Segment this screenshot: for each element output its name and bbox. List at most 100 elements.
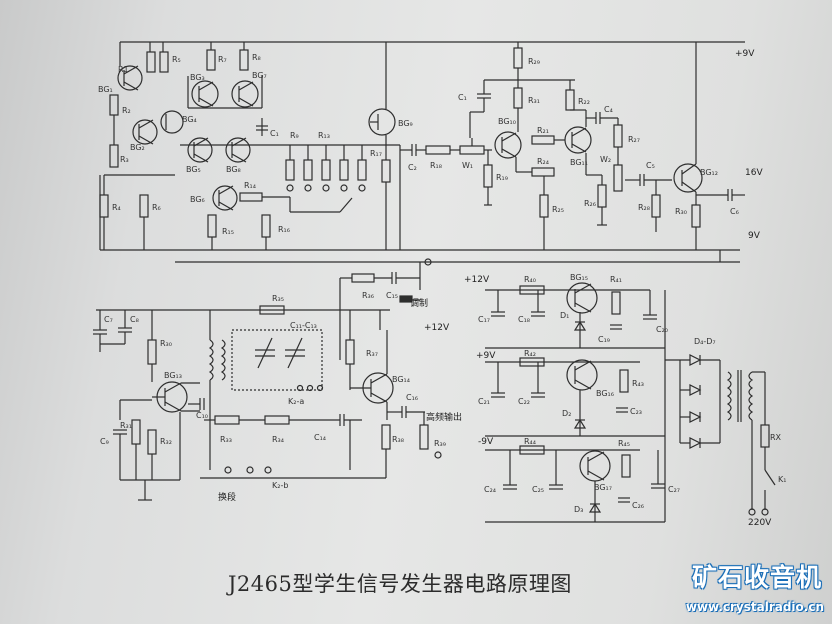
transistor-bg6 xyxy=(212,185,238,211)
watermark-logo: 矿石收音机 xyxy=(691,563,822,592)
label-r15: R₁₅ xyxy=(222,227,234,236)
resistor-r8 xyxy=(239,49,249,71)
switch-contact xyxy=(304,184,312,192)
watermark-url: www.crystalradio.cn xyxy=(685,600,824,614)
resistor-r31-lower xyxy=(131,419,141,445)
switch-contact xyxy=(286,184,294,192)
transistor-bg7 xyxy=(231,80,259,108)
diode-d5 xyxy=(689,384,702,396)
label-c26: C₂₆ xyxy=(632,501,644,510)
transistor-bg15 xyxy=(566,282,598,314)
label-r33: R₃₃ xyxy=(220,435,232,444)
resistor-r1 xyxy=(109,94,119,116)
label-c25: C₂₅ xyxy=(532,485,544,494)
label-rx: RX xyxy=(770,433,782,442)
transformer-primary xyxy=(748,371,754,421)
tuning-box xyxy=(231,329,323,391)
label-r34: R₃₄ xyxy=(272,435,284,444)
label-bg10: BG₁₀ xyxy=(498,117,516,126)
label-plus12v: +12V xyxy=(464,275,490,285)
label-bg12: BG₁₂ xyxy=(700,168,718,177)
transformer-secondary xyxy=(726,371,732,421)
label-r4: R₄ xyxy=(112,203,121,212)
diode-d4 xyxy=(689,354,702,366)
resistor-r30-lower xyxy=(147,339,157,365)
label-r32: R₃₂ xyxy=(160,437,172,446)
resistor-r12 xyxy=(339,159,349,181)
label-plus12v-osc: +12V xyxy=(424,323,450,333)
transistor-bg16 xyxy=(566,359,598,391)
label-c5: C₅ xyxy=(646,161,655,170)
label-r5: R₅ xyxy=(172,55,181,64)
switch-arm xyxy=(339,197,353,213)
label-r16: R₁₆ xyxy=(278,225,290,234)
label-c11: C₁₁-C₁₃ xyxy=(290,321,317,330)
label-r43: R₄₃ xyxy=(632,379,644,388)
label-r37: R₃₇ xyxy=(366,349,378,358)
label-c3: C₁ xyxy=(458,93,467,102)
resistor-r26 xyxy=(597,184,607,208)
coil-l1 xyxy=(208,339,214,381)
resistor-r35 xyxy=(259,305,285,315)
switch-contact xyxy=(296,384,304,392)
label-bg13: BG₁₃ xyxy=(164,371,182,380)
label-r38: R₃₈ xyxy=(392,435,404,444)
label-r22: R₂₂ xyxy=(578,97,590,106)
resistor-r45 xyxy=(621,454,631,478)
resistor-r15 xyxy=(207,214,217,238)
label-c9: C₉ xyxy=(100,437,109,446)
label-bg8: BG₈ xyxy=(226,165,241,174)
switch-contact xyxy=(264,466,272,474)
label-r35: R₃₅ xyxy=(272,294,284,303)
label-c4: C₄ xyxy=(604,105,613,114)
label-huanduan: 换段 xyxy=(218,491,236,503)
resistor-r29 xyxy=(513,47,523,69)
label-r2: R₂ xyxy=(122,106,131,115)
label-r14: R₁₄ xyxy=(244,181,256,190)
label-r36: R₃₆ xyxy=(362,291,374,300)
transistor-bg10 xyxy=(494,131,522,159)
terminal xyxy=(434,451,442,459)
transistor-bg2 xyxy=(132,119,158,145)
label-c2: C₂ xyxy=(408,163,417,172)
label-k2a: K₂-a xyxy=(288,397,304,406)
label-minus9v: -9V xyxy=(478,437,494,447)
label-9v: 9V xyxy=(748,231,761,241)
switch-contact xyxy=(322,184,330,192)
label-c24: C₂₄ xyxy=(484,485,496,494)
resistor-r39 xyxy=(419,424,429,450)
resistor-r44 xyxy=(519,445,545,455)
label-d2: D₂ xyxy=(562,409,571,418)
label-c22: C₂₂ xyxy=(518,397,530,406)
label-bg16: BG₁₆ xyxy=(596,389,614,398)
terminal xyxy=(424,258,432,266)
label-bg15: BG₁₅ xyxy=(570,273,588,282)
resistor-r14 xyxy=(239,192,263,202)
label-c10: C₁₀ xyxy=(196,411,208,420)
label-r7: R₇ xyxy=(218,55,227,64)
resistor-r11 xyxy=(321,159,331,181)
resistor-r38 xyxy=(381,424,391,450)
resistor-r18 xyxy=(425,145,451,155)
label-plus9v: +9V xyxy=(735,49,755,59)
transistor-bg11 xyxy=(564,126,592,154)
resistor-r30 xyxy=(691,204,701,228)
resistor-r5b xyxy=(159,51,169,73)
transistor-bg3 xyxy=(191,80,219,108)
label-r8: R₈ xyxy=(252,53,261,62)
label-c27: C₂₇ xyxy=(668,485,680,494)
switch-contact xyxy=(358,184,366,192)
label-r30: R₃₀ xyxy=(675,207,687,216)
label-c6: C₆ xyxy=(730,207,739,216)
resistor-r43 xyxy=(619,369,629,393)
resistor-r34 xyxy=(264,415,290,425)
resistor-r25 xyxy=(539,194,549,218)
label-k1: K₁ xyxy=(778,475,786,484)
label-r9: R₉ xyxy=(290,131,299,140)
transistor-bg8 xyxy=(225,137,251,163)
resistor-r10 xyxy=(303,159,313,181)
label-c7: C₇ xyxy=(104,315,113,324)
transistor-bg5 xyxy=(187,137,213,163)
label-d3: D₃ xyxy=(574,505,583,514)
